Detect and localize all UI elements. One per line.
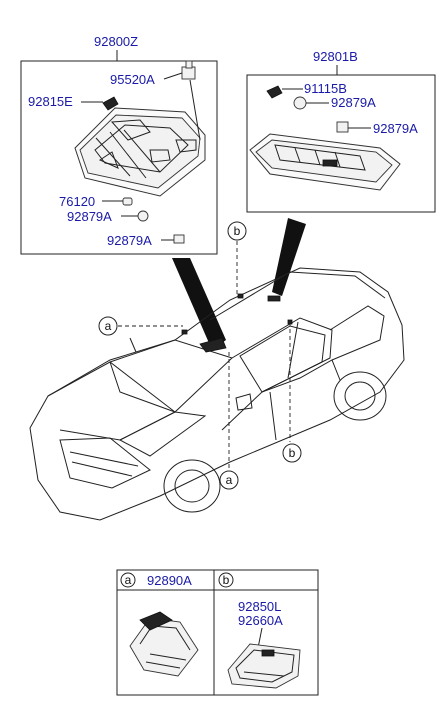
roof-lamp-b bbox=[267, 295, 281, 302]
part-label-92879A-1[interactable]: 92879A bbox=[67, 209, 112, 224]
car-grille bbox=[59, 437, 151, 489]
legend-b-part-2[interactable]: 92660A bbox=[238, 613, 283, 628]
part-label-91115B[interactable]: 91115B bbox=[304, 81, 347, 96]
car-rear-wheel bbox=[333, 371, 387, 421]
legend-b-letter: b bbox=[218, 572, 234, 588]
lamp-92815E-drawing bbox=[102, 96, 119, 111]
pointer-wedge-right bbox=[272, 218, 306, 296]
legend-a-part[interactable]: 92890A bbox=[147, 573, 192, 588]
legend-table: a 92890A b 92850L 92660A bbox=[116, 569, 319, 696]
left-assembly-box bbox=[20, 60, 218, 255]
car-windshield bbox=[109, 339, 233, 413]
callout-b-bottom[interactable]: b bbox=[282, 443, 302, 463]
pointer-wedge-left bbox=[172, 258, 226, 350]
car-front-wheel bbox=[163, 459, 221, 513]
left-assembly-title[interactable]: 92800Z bbox=[94, 34, 138, 49]
svg-text:b: b bbox=[289, 446, 296, 460]
clip-right-92879A-2-drawing bbox=[336, 121, 349, 133]
callout-a-top[interactable]: a bbox=[98, 316, 118, 336]
svg-text:a: a bbox=[226, 473, 233, 487]
clip-right-92879A-1-drawing bbox=[293, 96, 307, 110]
right-assembly-box bbox=[246, 74, 436, 213]
overhead-console-drawing bbox=[74, 107, 206, 197]
left-assembly-group: 92800Z bbox=[20, 34, 218, 255]
bulb-76120-drawing bbox=[122, 197, 133, 206]
car-drawing bbox=[29, 267, 405, 521]
legend-a-part-drawing bbox=[129, 611, 199, 677]
svg-text:a: a bbox=[105, 319, 112, 333]
roof-lamp-a bbox=[199, 337, 227, 353]
legend-a-letter: a bbox=[120, 572, 136, 588]
clip-92879A-2-drawing bbox=[173, 234, 185, 244]
bulb-95520A-drawing bbox=[181, 60, 196, 80]
part-label-right-92879A-2[interactable]: 92879A bbox=[373, 121, 418, 136]
callout-b-top[interactable]: b bbox=[227, 221, 247, 241]
svg-text:b: b bbox=[223, 573, 230, 587]
part-label-92879A-2[interactable]: 92879A bbox=[107, 233, 152, 248]
part-label-right-92879A-1[interactable]: 92879A bbox=[331, 95, 376, 110]
part-label-95520A[interactable]: 95520A bbox=[110, 72, 155, 87]
svg-text:b: b bbox=[234, 224, 241, 238]
part-label-76120[interactable]: 76120 bbox=[59, 194, 95, 209]
clip-92879A-1-drawing bbox=[137, 210, 149, 222]
legend-b-part-drawing bbox=[227, 643, 301, 689]
callout-a-bottom[interactable]: a bbox=[219, 470, 239, 490]
right-assembly-group: 92801B 91115B 92879A 92879A bbox=[246, 49, 436, 213]
svg-text:a: a bbox=[125, 573, 132, 587]
lamp-91115B-drawing bbox=[266, 85, 283, 99]
legend-b-part-1[interactable]: 92850L bbox=[238, 599, 281, 614]
part-label-92815E[interactable]: 92815E bbox=[28, 94, 73, 109]
map-lamp-console-drawing bbox=[249, 133, 401, 191]
right-assembly-title[interactable]: 92801B bbox=[313, 49, 358, 64]
